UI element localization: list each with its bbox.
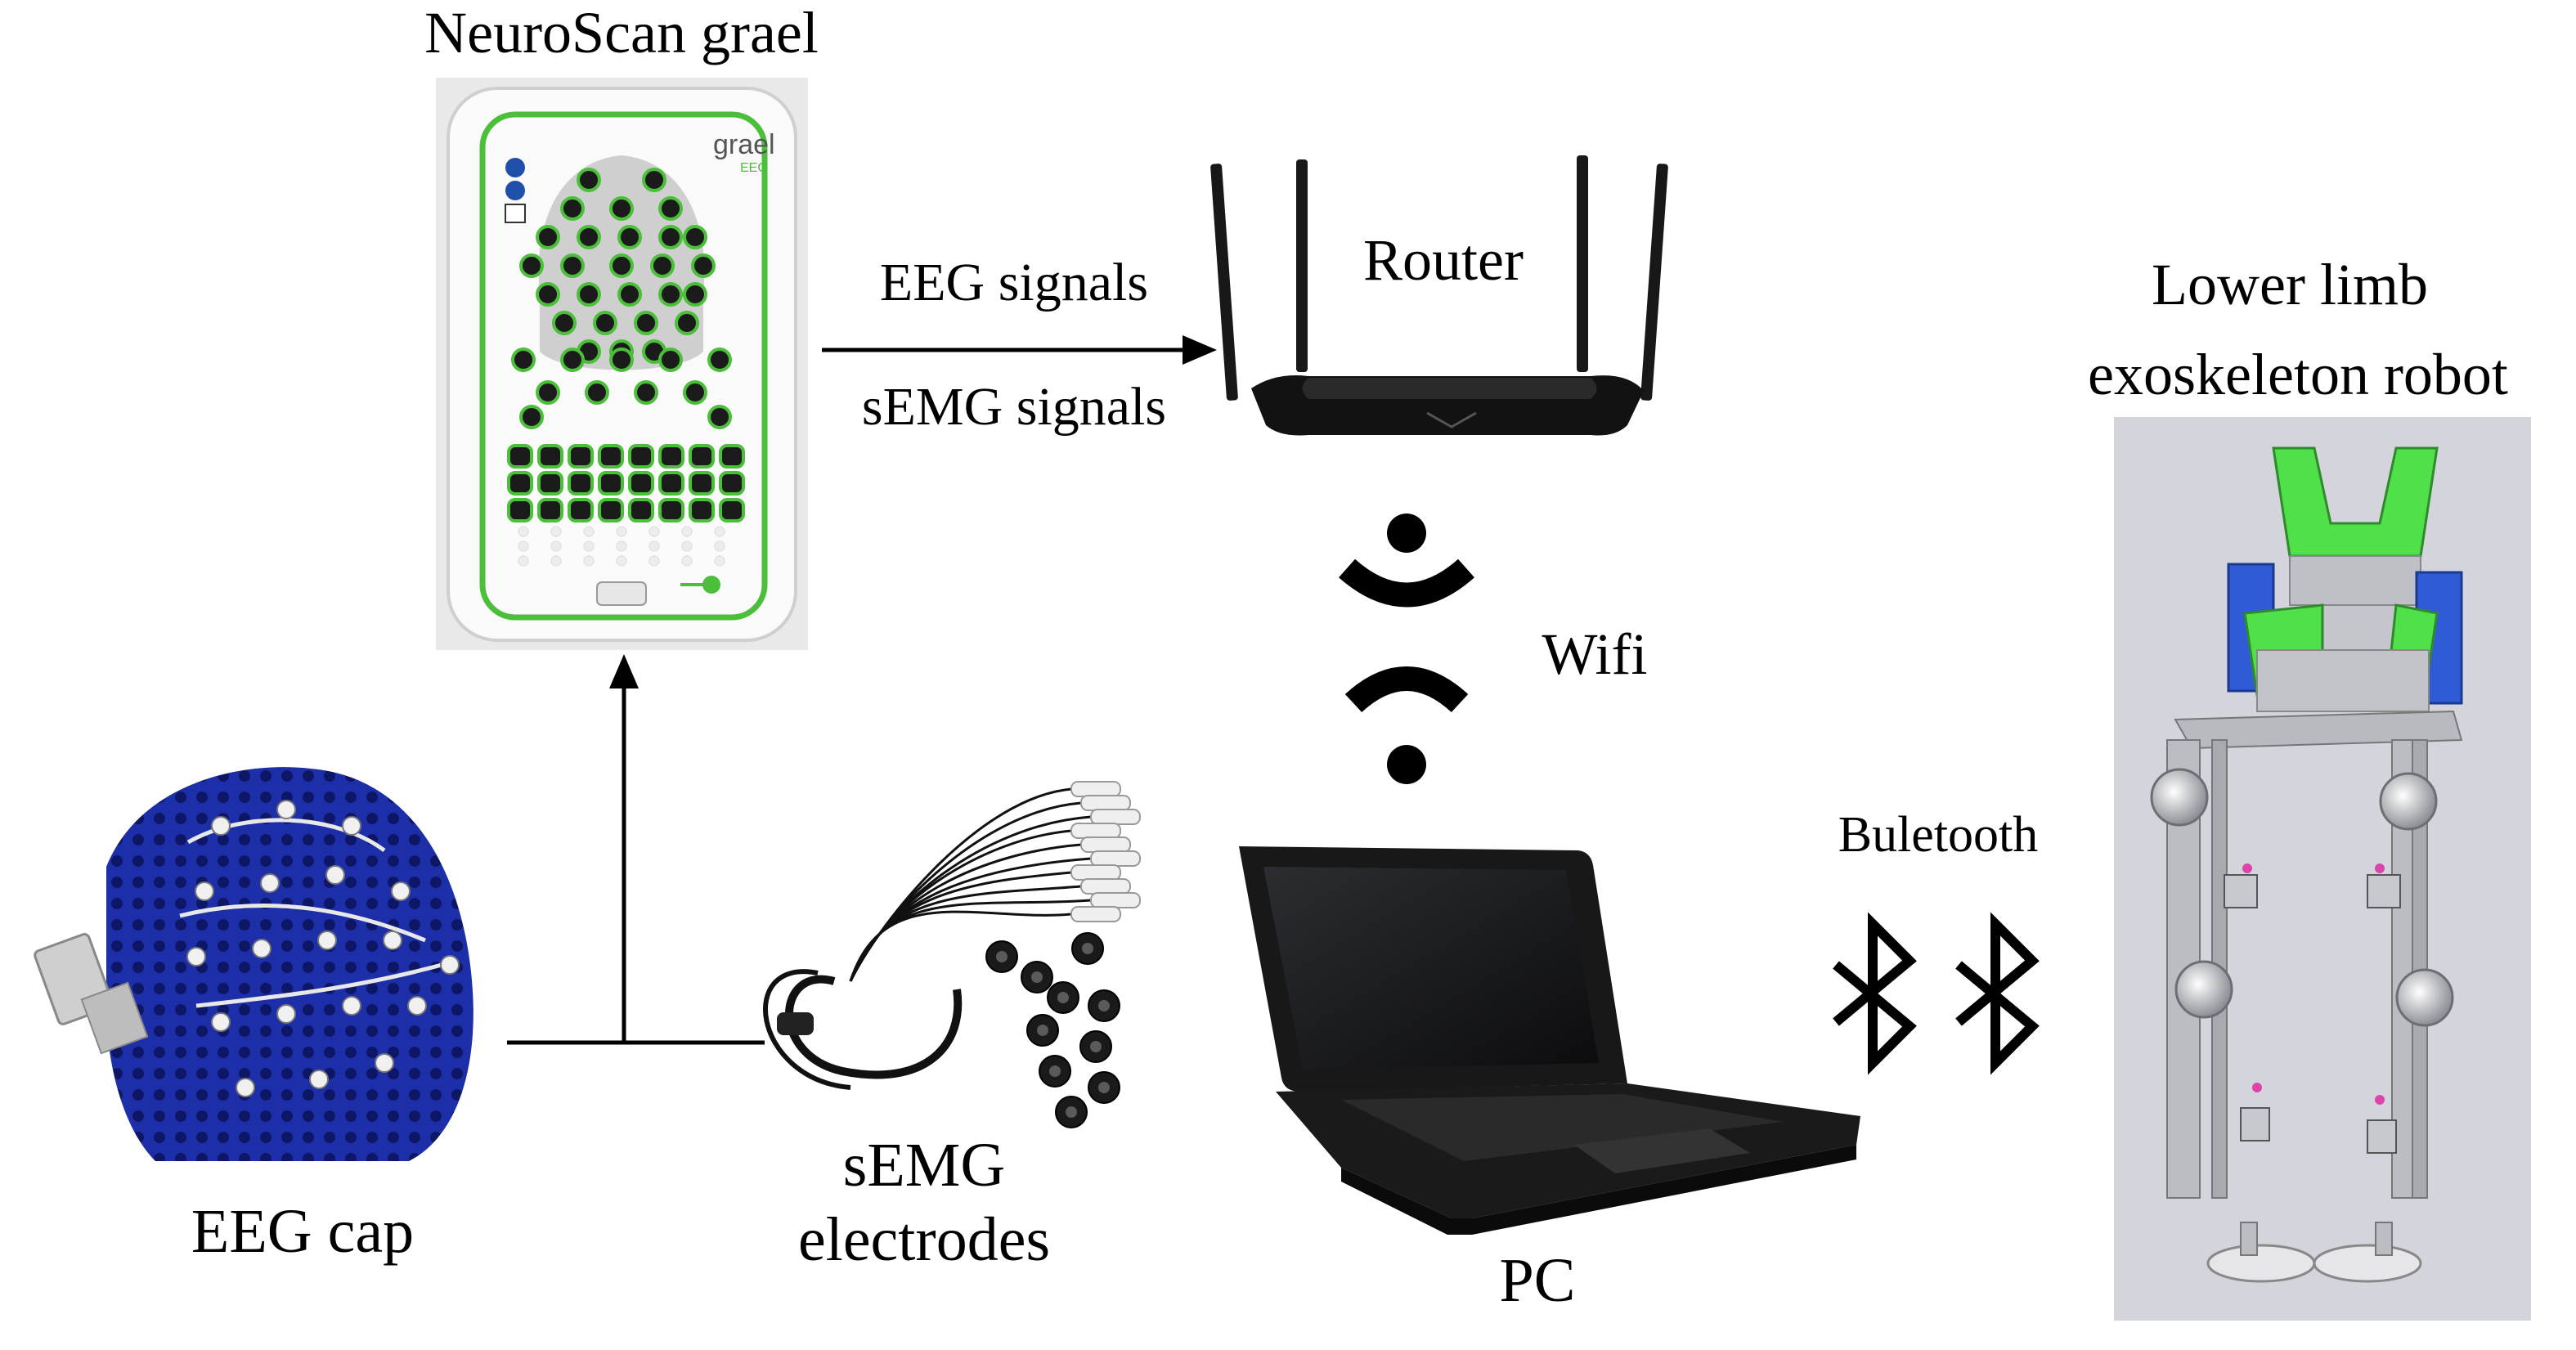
router-label: Router [1363, 227, 1524, 293]
router-device [1210, 155, 1668, 436]
connector-lines [507, 654, 765, 1045]
semg-electrodes-label-line2: electrodes [797, 1205, 1051, 1274]
signal-arrow [822, 335, 1217, 365]
neuroscan-grael-device: grael EEG [436, 78, 808, 650]
wifi-label: Wifi [1542, 621, 1648, 687]
bluetooth-icon-right [1955, 912, 2040, 1075]
grael-logo-text: grael [713, 129, 775, 160]
grael-logo-subtext: EEG [740, 161, 768, 175]
eeg-cap [34, 767, 473, 1161]
laptop-pc [1239, 846, 1860, 1235]
channel-rows [507, 444, 745, 523]
exoskeleton-robot [2114, 417, 2531, 1321]
semg-signals-label: sEMG signals [861, 377, 1167, 437]
wifi-icon [1339, 514, 1474, 784]
semg-electrodes [763, 781, 1141, 1128]
neuroscan-grael-label: NeuroScan grael [424, 0, 819, 65]
exoskeleton-label-line1: Lower limb [2152, 252, 2428, 317]
status-icons [505, 158, 526, 223]
electrode-sockets [511, 168, 732, 429]
bluetooth-label: Buletooth [1838, 807, 2039, 863]
pc-label: PC [1499, 1246, 1576, 1315]
bottom-dot-grid [518, 526, 725, 567]
semg-electrodes-label-line1: sEMG [842, 1131, 1006, 1200]
eeg-cap-label: EEG cap [191, 1197, 415, 1266]
bluetooth-icon-left [1833, 912, 1917, 1075]
eeg-signals-label: EEG signals [879, 253, 1149, 312]
exoskeleton-label-line2: exoskeleton robot [2088, 342, 2508, 407]
